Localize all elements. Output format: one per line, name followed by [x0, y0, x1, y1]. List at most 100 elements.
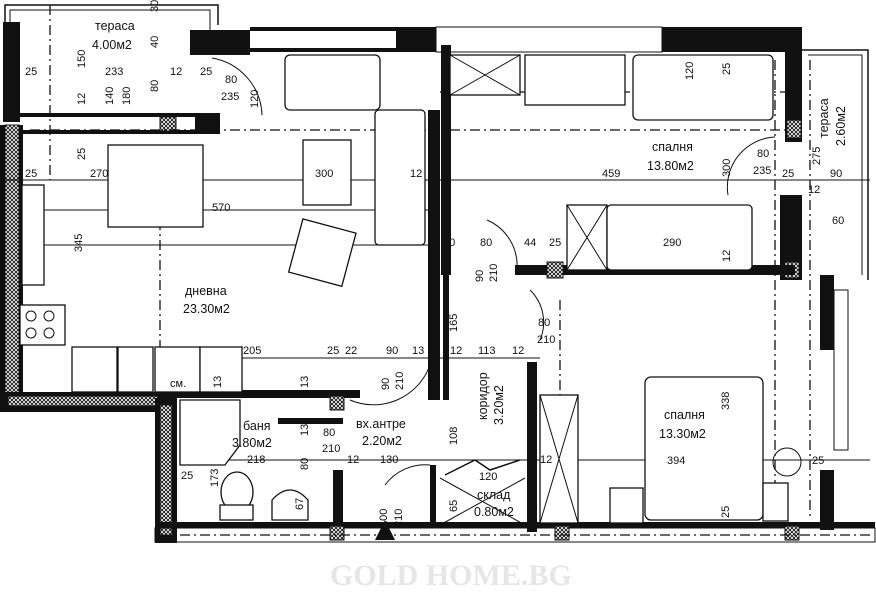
dimension-label: 570 [212, 202, 230, 214]
dimension-label: 25 [76, 148, 88, 160]
storage-area: 0.80м2 [474, 505, 514, 519]
storage-name: склад [477, 488, 511, 502]
dimension-label: 13 [299, 376, 311, 388]
dimension-label: 80 [480, 237, 492, 249]
bedroom-bottom-area: 13.30м2 [659, 427, 706, 441]
dimension-label: 25 [200, 66, 212, 78]
dimension-label: 12 [76, 93, 88, 105]
watermark-logo: GOLD HOME.BG [330, 559, 572, 592]
dimension-label: 300 [315, 168, 333, 180]
terrace-right-name: тераса [817, 98, 831, 138]
dimension-label: 210 [537, 334, 555, 346]
dimension-label: 25 [812, 455, 824, 467]
dimension-label: 270 [90, 168, 108, 180]
dimension-label: 275 [811, 147, 823, 165]
dimension-label: 235 [221, 91, 239, 103]
dimension-label: 25 [25, 66, 37, 78]
dimension-label: 100 [378, 509, 390, 527]
dimension-label: 13 [412, 345, 424, 357]
dimension-label: 210 [322, 443, 340, 455]
living-area: 23.30м2 [183, 302, 230, 316]
dimension-label: 180 [121, 87, 133, 105]
dimension-label: 218 [247, 454, 265, 466]
dimension-label: 120 [684, 62, 696, 80]
dimension-label: 120 [249, 90, 261, 108]
dimension-label: 80 [323, 427, 335, 439]
dimension-label: 80 [299, 458, 311, 470]
terrace-right-area: 2.60м2 [834, 106, 848, 146]
dimension-label: 44 [524, 237, 536, 249]
entrance-area: 2.20м2 [362, 434, 402, 448]
dimension-label: 338 [720, 392, 732, 410]
dimension-label: 80 [538, 317, 550, 329]
dimension-label: 90 [386, 345, 398, 357]
dimension-label: 210 [393, 509, 405, 527]
dimension-label: 20 [443, 237, 455, 249]
dimension-label: 90 [830, 168, 842, 180]
dimension-label: 165 [448, 314, 460, 332]
terrace-left-area: 4.00м2 [92, 38, 132, 52]
dimension-label: 30 [149, 0, 161, 12]
dimension-label: 25 [181, 470, 193, 482]
corridor-name: коридор [476, 372, 490, 420]
dimension-label: 113 [478, 345, 496, 357]
furniture [19, 54, 802, 540]
dimension-label: 12 [410, 168, 422, 180]
walls [0, 4, 876, 543]
corridor-area: 3.20м2 [492, 385, 506, 425]
dimension-label: 65 [448, 500, 460, 512]
dimension-label: 394 [667, 455, 685, 467]
dimension-label: 22 [345, 345, 357, 357]
dimension-label: 459 [602, 168, 620, 180]
dimension-label: 12 [450, 345, 462, 357]
dimension-label: 60 [832, 215, 844, 227]
dimension-label: 90 [474, 270, 486, 282]
room-labels: тераса 4.00м2 дневна 23.30м2 спалня 13.8… [92, 19, 848, 519]
dimension-label: 12 [512, 345, 524, 357]
dimension-label: 80 [757, 148, 769, 160]
dimension-label: 40 [149, 36, 161, 48]
dimension-label: 130 [380, 454, 398, 466]
entrance-name: вх.антре [356, 417, 406, 431]
dimension-label: 25 [720, 506, 732, 518]
dimension-label: 345 [73, 234, 85, 252]
dishwasher-label: см. [170, 378, 186, 390]
dimension-label: 108 [448, 427, 460, 445]
dimension-label: 290 [663, 237, 681, 249]
dimension-label: 12 [170, 66, 182, 78]
dimension-label: 12 [347, 454, 359, 466]
dimension-label: 210 [488, 264, 500, 282]
living-name: дневна [185, 284, 227, 298]
dimension-label: 150 [76, 50, 88, 68]
dimension-label: 80 [149, 80, 161, 92]
bedroom-top-name: спалня [652, 140, 693, 154]
dimension-label: 12 [808, 184, 820, 196]
dimension-label: 25 [549, 237, 561, 249]
bathroom-area: 3.80м2 [232, 436, 272, 450]
dimension-label: 25 [721, 63, 733, 75]
dimension-label: 233 [105, 66, 123, 78]
dimension-label: 210 [394, 372, 406, 390]
dimension-label: 80 [225, 74, 237, 86]
dimension-label: 25 [782, 168, 794, 180]
dimension-label: 25 [327, 345, 339, 357]
dimension-label: 12 [540, 454, 552, 466]
dimension-label: 235 [753, 165, 771, 177]
dimension-label: 12 [721, 250, 733, 262]
dimension-label: 205 [243, 345, 261, 357]
bathroom-name: баня [243, 419, 271, 433]
dimension-label: 25 [25, 168, 37, 180]
dimension-label: 140 [104, 87, 116, 105]
dimension-label: 120 [479, 471, 497, 483]
dimension-label: 67 [294, 498, 306, 510]
bedroom-top-area: 13.80м2 [647, 159, 694, 173]
dimension-label: 300 [721, 159, 733, 177]
dimension-label: 173 [209, 469, 221, 487]
dimension-label: 13 [299, 424, 311, 436]
terrace-left-name: тераса [95, 19, 135, 33]
dimension-label: 13 [212, 376, 224, 388]
dimension-label: 90 [380, 378, 392, 390]
bedroom-bottom-name: спалня [664, 408, 705, 422]
